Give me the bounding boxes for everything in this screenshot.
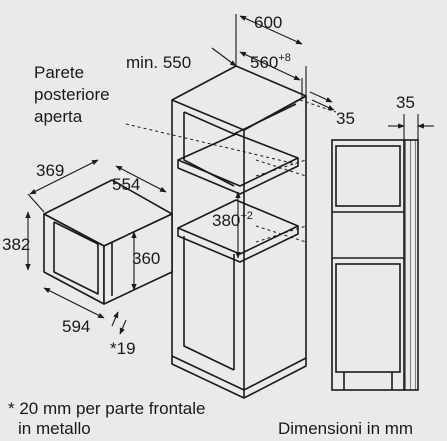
back-wall-dashes [125, 99, 337, 243]
back-wall-label-3: aperta [34, 107, 83, 126]
dim-560: 560+8 [250, 52, 291, 72]
dim-35-side: 35 [396, 93, 415, 112]
dimension-lines [25, 14, 434, 335]
dim-380: 380+2 [212, 210, 253, 230]
dim-382: 382 [2, 235, 30, 254]
dim-360: 360 [132, 249, 160, 268]
footnote-line-2: in metallo [18, 419, 91, 438]
dim-554: 554 [112, 175, 140, 194]
dim-min-550: min. 550 [126, 53, 191, 72]
back-wall-label-2: posteriore [34, 85, 110, 104]
dim-594: 594 [62, 317, 90, 336]
side-view-cabinet [331, 139, 419, 391]
footnote-line-1: * 20 mm per parte frontale [8, 399, 205, 418]
back-wall-label-1: Parete [34, 63, 84, 82]
dim-369: 369 [36, 161, 64, 180]
tall-cabinet [171, 65, 307, 399]
oven-unit [43, 179, 173, 305]
units-label: Dimensioni in mm [278, 419, 413, 438]
dim-600: 600 [254, 13, 282, 32]
dim-19: *19 [110, 339, 136, 358]
dim-35-top: 35 [336, 109, 355, 128]
labels: 600 min. 550 560+8 35 35 Parete posterio… [2, 13, 415, 438]
